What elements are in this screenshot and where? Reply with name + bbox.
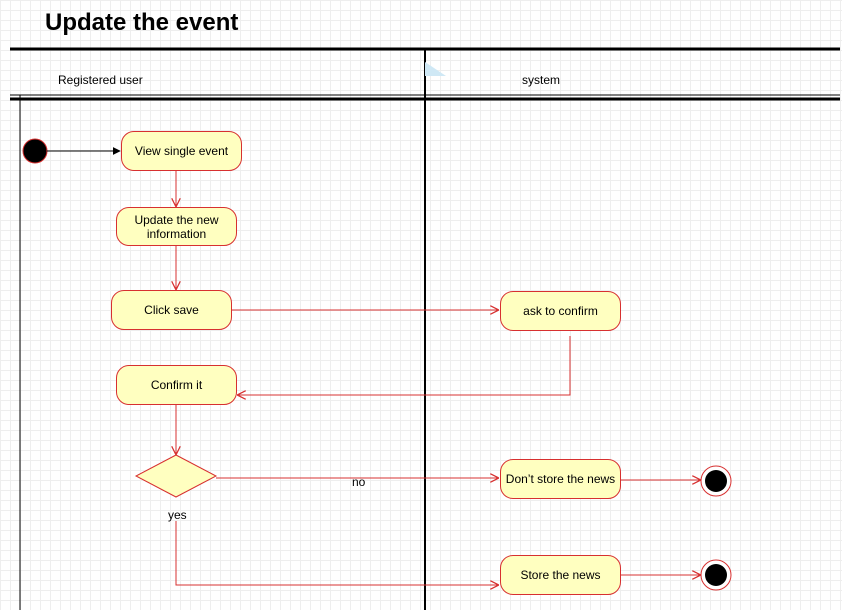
edge-label-no: no — [352, 475, 366, 489]
action-dont-store-news[interactable]: Don’t store the news — [500, 459, 621, 499]
swimlane-frame — [10, 47, 840, 610]
edges — [47, 147, 700, 585]
edge-label-yes: yes — [168, 508, 187, 522]
action-view-single-event[interactable]: View single event — [121, 131, 242, 171]
initial-node[interactable] — [22, 138, 48, 164]
action-label: View single event — [134, 144, 229, 158]
action-store-news[interactable]: Store the news — [500, 555, 621, 595]
action-label: Confirm it — [150, 378, 203, 392]
lane-handle-icon[interactable] — [425, 62, 446, 76]
action-label: Update the new information — [134, 212, 219, 241]
action-label: Click save — [144, 303, 199, 317]
lane-label-registered-user: Registered user — [58, 73, 143, 87]
action-label: Don’t store the news — [505, 472, 616, 486]
final-node-dont-store[interactable] — [700, 465, 732, 497]
edge-ask-to-confirm[interactable] — [238, 336, 571, 395]
action-confirm-it[interactable]: Confirm it — [116, 365, 237, 405]
decision-node[interactable] — [134, 454, 218, 498]
action-label: ask to confirm — [523, 304, 598, 318]
lane-label-system: system — [522, 73, 561, 87]
action-click-save[interactable]: Click save — [111, 290, 232, 330]
edge-decision-yes[interactable] — [175, 521, 498, 585]
action-update-info[interactable]: Update the new information — [116, 207, 237, 246]
final-node-store[interactable] — [700, 559, 732, 591]
action-label: Store the news — [520, 568, 601, 582]
diagram-title: Update the event — [45, 9, 239, 36]
action-ask-to-confirm[interactable]: ask to confirm — [500, 291, 621, 331]
